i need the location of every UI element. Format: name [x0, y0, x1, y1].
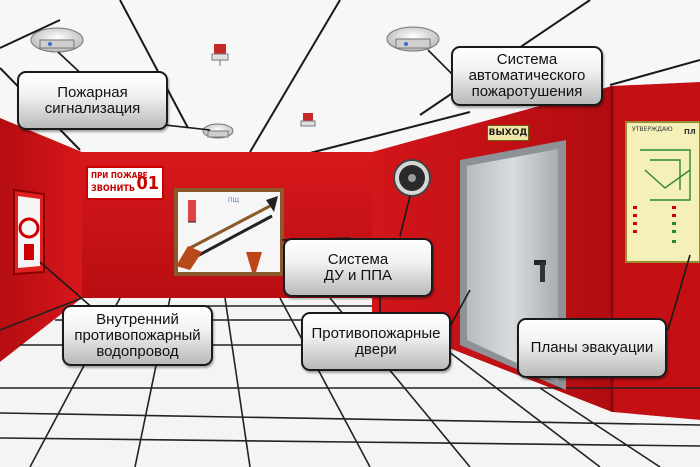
sprinkler-icon	[300, 113, 316, 127]
exit-sign: ВЫХОД	[487, 125, 529, 141]
smoke-detector-icon	[202, 123, 234, 139]
plan-small-title: УТВЕРЖДАЮ	[632, 126, 673, 133]
ventilation-fan-icon	[393, 159, 431, 197]
sprinkler-icon	[211, 44, 229, 66]
callout-internal-water-supply: Внутренний противопожарный водопровод	[62, 305, 213, 366]
fire-equipment-board-icon	[174, 188, 284, 276]
callout-fire-doors: Противопожарные двери	[301, 312, 451, 371]
plan-heading: ПЛ	[684, 128, 696, 136]
callout-auto-extinguishing: Система автоматического пожаротушения	[451, 46, 603, 106]
callout-smoke-control: Система ДУ и ППА	[283, 238, 433, 297]
fire-hose-cabinet-icon	[13, 188, 45, 276]
smoke-detector-icon	[386, 26, 440, 52]
callout-evacuation-plans: Планы эвакуации	[517, 318, 667, 378]
smoke-detector-icon	[30, 27, 84, 53]
callout-fire-alarm: Пожарная сигнализация	[17, 71, 168, 130]
fire-call-sign: ПРИ ПОЖАРЕ ЗВОНИТЬ 01	[86, 166, 164, 200]
fire-sign-line1: ПРИ ПОЖАРЕ	[91, 171, 148, 180]
fire-sign-number: 01	[136, 173, 159, 194]
board-caption: ПЩ	[228, 197, 240, 204]
fire-sign-line2: ЗВОНИТЬ	[91, 184, 136, 194]
evacuation-plan-icon	[625, 121, 700, 263]
